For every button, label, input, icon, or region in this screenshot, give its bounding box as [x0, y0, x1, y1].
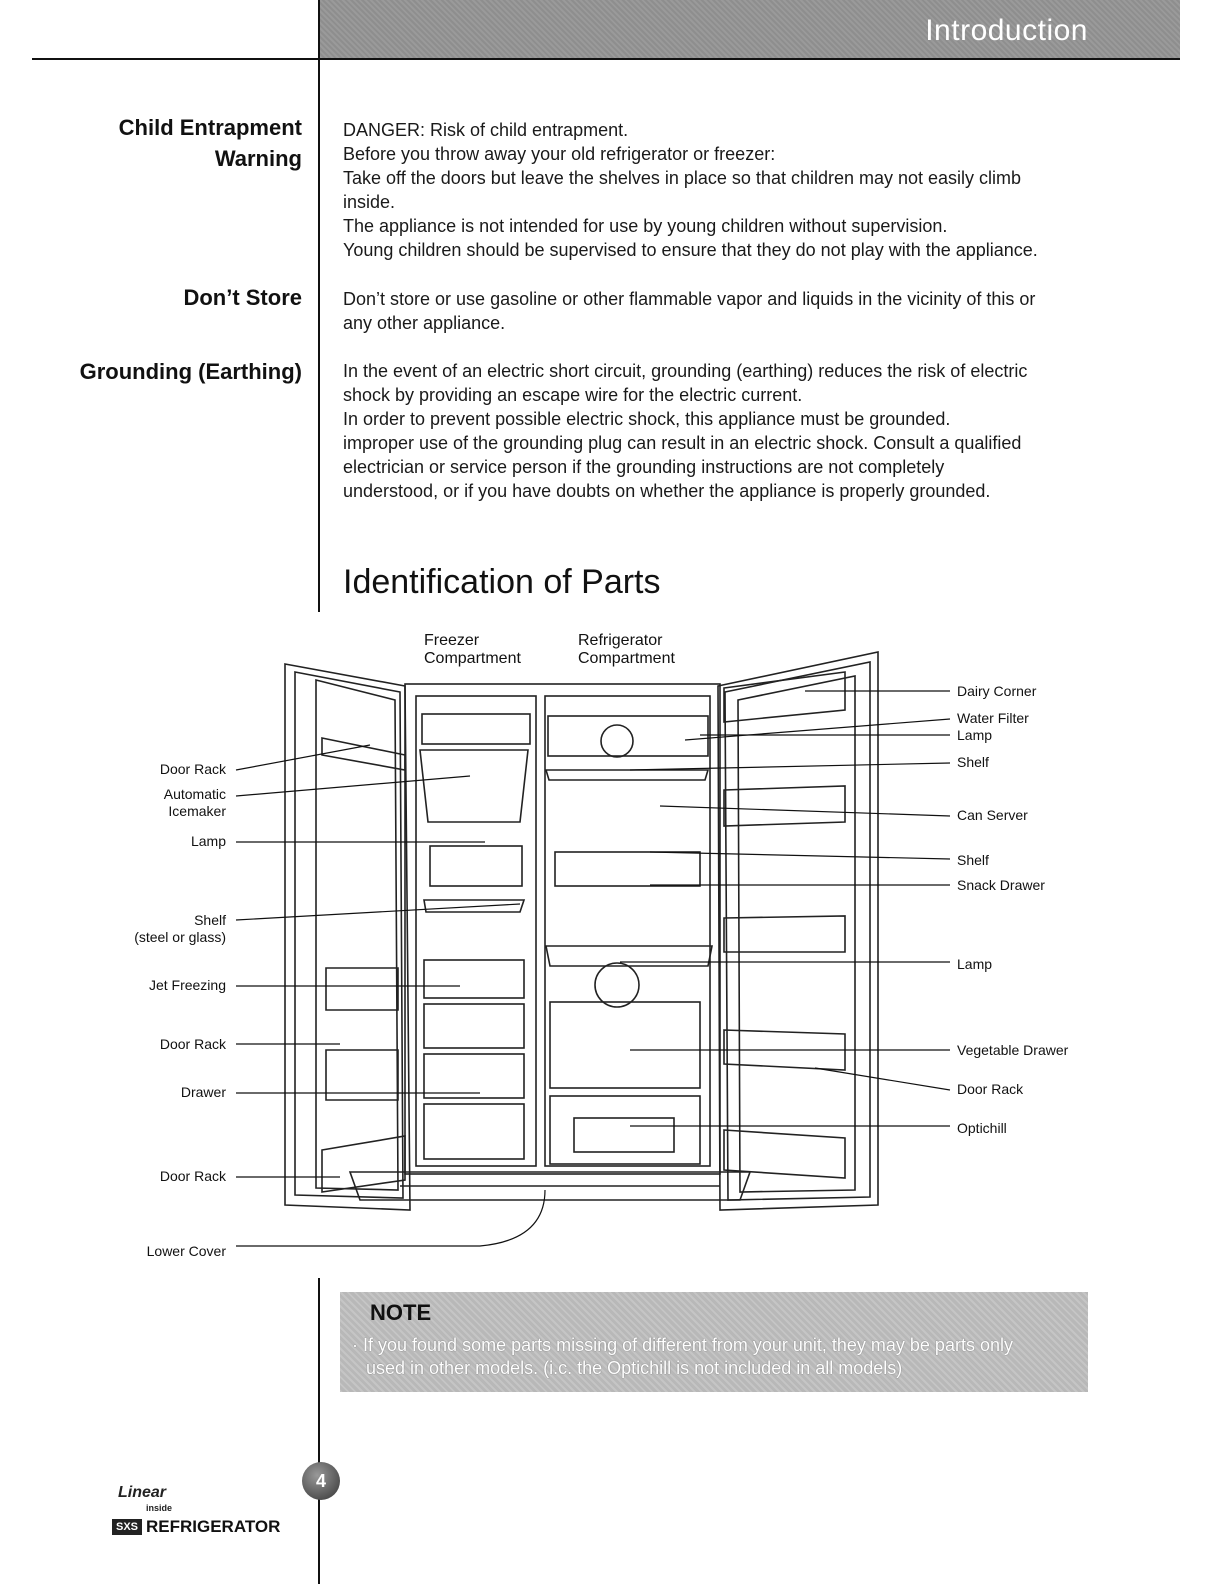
- logo-inside: inside: [146, 1503, 172, 1513]
- label-door-rack-3: Door Rack: [160, 1168, 226, 1185]
- label-line: Drawer: [181, 1084, 226, 1101]
- label-line: Lamp: [957, 727, 992, 744]
- note-line: · If you found some parts missing of dif…: [352, 1334, 1072, 1357]
- label-vegetable-drawer: Vegetable Drawer: [957, 1042, 1068, 1059]
- label-lower-cover: Lower Cover: [147, 1243, 226, 1260]
- label-automatic-icemaker: Automatic Icemaker: [164, 786, 226, 820]
- note-text: · If you found some parts missing of dif…: [352, 1334, 1072, 1380]
- label-shelf-right-2: Shelf: [957, 852, 989, 869]
- label-water-filter: Water Filter: [957, 710, 1029, 727]
- label-lamp-left: Lamp: [191, 833, 226, 850]
- label-door-rack-right: Door Rack: [957, 1081, 1023, 1098]
- label-line: Automatic: [164, 786, 226, 803]
- label-line: Jet Freezing: [149, 977, 226, 994]
- label-line: Optichill: [957, 1120, 1007, 1137]
- note-title: NOTE: [370, 1300, 431, 1326]
- note-box: NOTE · If you found some parts missing o…: [340, 1292, 1088, 1392]
- label-snack-drawer: Snack Drawer: [957, 877, 1045, 894]
- logo-sxs-badge: SXS: [112, 1519, 142, 1535]
- label-line: Dairy Corner: [957, 683, 1036, 700]
- label-line: Lamp: [957, 956, 992, 973]
- label-line: Door Rack: [160, 761, 226, 778]
- label-line: Shelf: [134, 912, 226, 929]
- label-dairy-corner: Dairy Corner: [957, 683, 1036, 700]
- label-shelf-right-1: Shelf: [957, 754, 989, 771]
- note-line: used in other models. (i.c. the Optichil…: [352, 1357, 1072, 1380]
- label-line: (steel or glass): [134, 929, 226, 946]
- label-line: Shelf: [957, 754, 989, 771]
- label-line: Vegetable Drawer: [957, 1042, 1068, 1059]
- label-line: Lamp: [191, 833, 226, 850]
- label-line: Snack Drawer: [957, 877, 1045, 894]
- label-line: Door Rack: [160, 1168, 226, 1185]
- label-line: Shelf: [957, 852, 989, 869]
- label-optichill: Optichill: [957, 1120, 1007, 1137]
- label-drawer: Drawer: [181, 1084, 226, 1101]
- label-door-rack-1: Door Rack: [160, 761, 226, 778]
- logo-linear: Linear: [118, 1484, 166, 1502]
- label-line: Lower Cover: [147, 1243, 226, 1260]
- label-lamp-right-top: Lamp: [957, 727, 992, 744]
- label-can-server: Can Server: [957, 807, 1028, 824]
- label-line: Water Filter: [957, 710, 1029, 727]
- label-line: Door Rack: [957, 1081, 1023, 1098]
- label-lamp-right-bottom: Lamp: [957, 956, 992, 973]
- label-line: Icemaker: [164, 803, 226, 820]
- label-line: Can Server: [957, 807, 1028, 824]
- label-jet-freezing: Jet Freezing: [149, 977, 226, 994]
- logo-refrigerator-text: REFRIGERATOR: [146, 1517, 280, 1537]
- label-door-rack-2: Door Rack: [160, 1036, 226, 1053]
- label-line: Door Rack: [160, 1036, 226, 1053]
- page-number-badge: 4: [302, 1462, 340, 1500]
- label-shelf-steel-glass: Shelf (steel or glass): [134, 912, 226, 946]
